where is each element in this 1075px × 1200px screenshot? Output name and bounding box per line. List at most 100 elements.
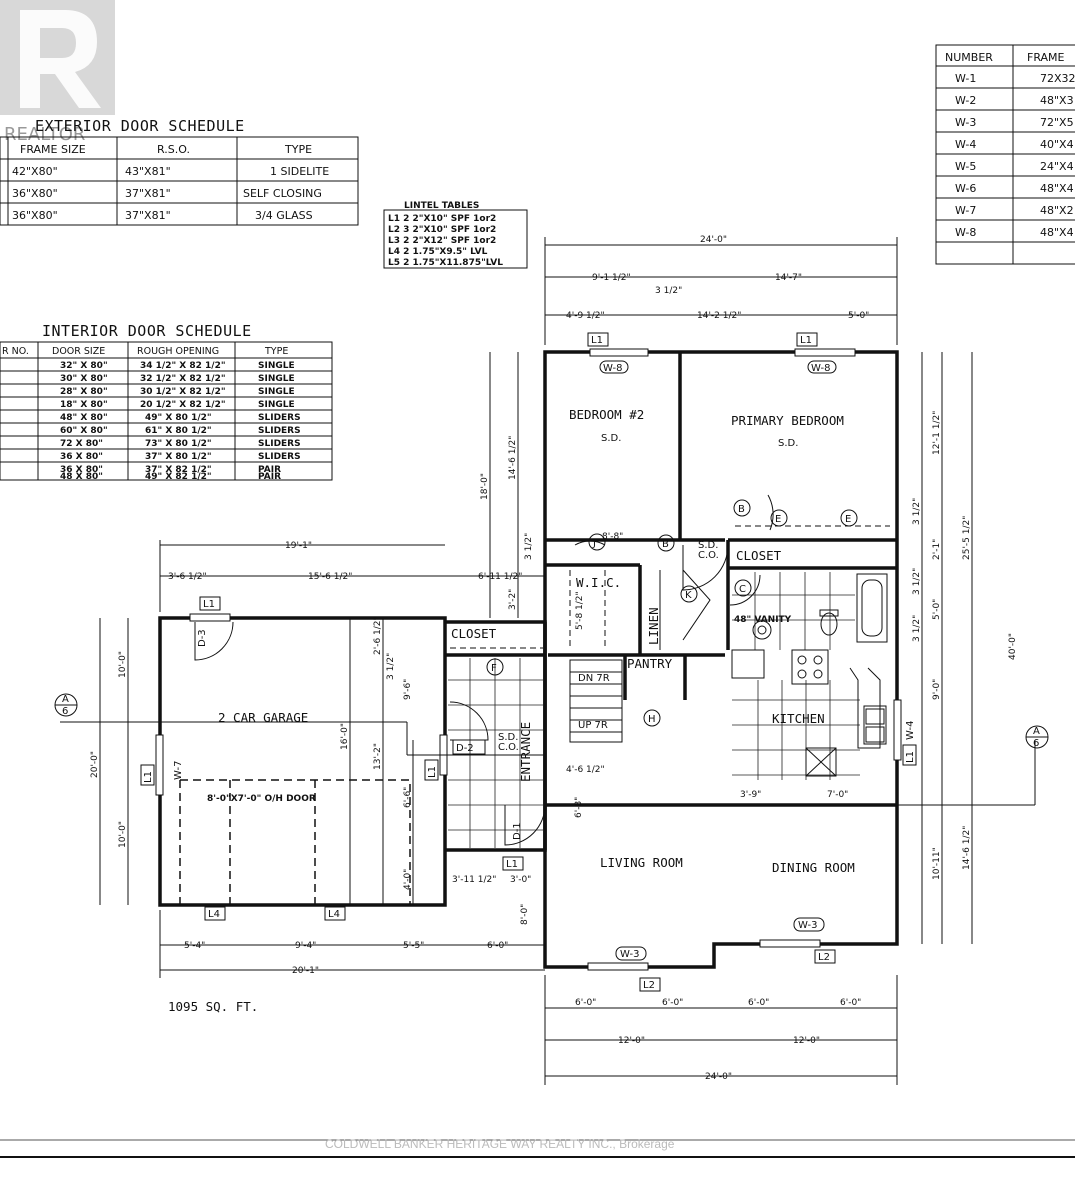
ext-header-type: TYPE (284, 143, 312, 156)
lintel-tables: LINTEL TABLES L1 2 2"X10" SPF 1or2 L2 3 … (383, 201, 528, 269)
dim-label: 2'-1" (932, 539, 942, 560)
room-living: LIVING ROOM (600, 855, 683, 870)
room-linen: LINEN (646, 607, 661, 645)
dim-label: 12'-0" (618, 1036, 645, 1046)
dim-label: 6'-11 1/2" (478, 572, 522, 582)
room-bedroom-2: BEDROOM #2 (569, 407, 644, 422)
section-marker-number: 6 (1033, 738, 1039, 749)
dim-label: 3 1/2" (912, 615, 922, 642)
int-cell: SINGLE (258, 361, 295, 371)
lintel-row: L4 2 1.75"X9.5" LVL (388, 247, 488, 257)
ext-cell: 36"X80" (12, 187, 58, 200)
interior-door-schedule: INTERIOR DOOR SCHEDULE R NO. DOOR SIZE R… (0, 322, 333, 482)
total-area-label: 1095 SQ. FT. (168, 999, 258, 1014)
dim-label: 20'-1" (292, 966, 319, 976)
window-tag: W-4 (905, 721, 916, 740)
dim-label: 6'-0" (748, 998, 769, 1008)
dim-label: 12'-1 1/2" (932, 411, 942, 455)
vanity-sink (752, 620, 772, 640)
tile-grid-kitchen (732, 680, 860, 780)
int-cell: 30 1/2" X 82 1/2" (140, 387, 226, 397)
room-closet-primary: CLOSET (736, 548, 782, 563)
realtor-logo: REALTOR (0, 0, 115, 145)
door-tag: F (491, 663, 497, 674)
int-cell: SINGLE (258, 374, 295, 384)
dim-label: 5'-0" (848, 311, 869, 321)
dim-label: 6'-0" (487, 941, 508, 951)
dim-label: 5'-5" (403, 941, 424, 951)
int-header: DOOR SIZE (52, 346, 105, 357)
win-header-frame: FRAME (1027, 51, 1065, 64)
dim-label: 19'-1" (285, 541, 312, 551)
dim-label: 25'-5 1/2" (962, 516, 972, 560)
win-cell: W-2 (955, 94, 976, 107)
ext-cell: 37"X81" (125, 187, 171, 200)
win-cell: W-4 (955, 138, 976, 151)
int-cell: 18" X 80" (60, 400, 108, 410)
lintel-tag: L1 (143, 771, 154, 783)
door-label-tag: D-3 (197, 629, 208, 647)
int-cell: 37" X 80 1/2" (145, 452, 212, 462)
dim-label: 5'-8 1/2" (575, 591, 585, 630)
lintel-row: L2 3 2"X10" SPF 1or2 (388, 225, 496, 235)
int-cell: 34 1/2" X 82 1/2" (140, 361, 226, 371)
room-pantry: PANTRY (627, 656, 673, 671)
closet-rods (450, 525, 890, 650)
dim-label: 8'-0" (520, 904, 530, 925)
int-cell: 36 X 80" (60, 465, 103, 475)
win-cell: 48"X4 (1040, 182, 1074, 195)
ext-cell: 37"X81" (125, 209, 171, 222)
lintel-tag: L4 (208, 909, 220, 920)
dim-label: 3'-0" (510, 875, 531, 885)
int-cell: 20 1/2" X 82 1/2" (140, 400, 226, 410)
window-tag: W-7 (173, 761, 184, 780)
dim-label: 3 1/2" (524, 533, 534, 560)
exterior-schedule-title: EXTERIOR DOOR SCHEDULE (35, 117, 245, 135)
dim-label: 9'-1 1/2" (592, 273, 631, 283)
footer: COLDWELL BANKER HERITAGE WAY REALTY INC.… (0, 1137, 1075, 1158)
dim-label: 40'-0" (1008, 633, 1018, 660)
int-cell: SINGLE (258, 387, 295, 397)
door-label-tag: D-1 (512, 822, 523, 840)
dim-label: 3'-6 1/2" (168, 572, 207, 582)
interior-schedule-title: INTERIOR DOOR SCHEDULE (42, 322, 252, 340)
lintel-tag: L2 (818, 952, 830, 963)
dim-label: 10'-11" (932, 847, 942, 880)
lintel-tag: L1 (203, 599, 215, 610)
section-marker-number: 6 (62, 706, 68, 717)
dim-label: 20'-0" (90, 751, 100, 778)
room-dining: DINING ROOM (772, 860, 855, 875)
toilet (820, 612, 838, 636)
dim-label: 6'-0" (662, 998, 683, 1008)
fixtures (731, 573, 888, 777)
dim-label: 4'-9 1/2" (566, 311, 605, 321)
win-cell: 72"X5 (1040, 116, 1074, 129)
dim-label: 18'-0" (480, 473, 490, 500)
co-detector-label: C.O. (698, 550, 719, 561)
fridge (731, 649, 765, 679)
lintel-tag: L4 (328, 909, 340, 920)
win-cell: W-3 (955, 116, 976, 129)
lintel-tag: L2 (643, 980, 655, 991)
dim-label: 6'-3" (574, 797, 584, 818)
windows (155, 348, 902, 971)
garage-door-outline (179, 779, 411, 905)
room-closet-entry: CLOSET (451, 626, 497, 641)
dim-label: 6'-6" (403, 787, 413, 808)
dim-label: 8'-8" (602, 532, 623, 542)
door-tag: J (592, 538, 596, 549)
dim-label: 15'-6 1/2" (308, 572, 352, 582)
brokerage-watermark: COLDWELL BANKER HERITAGE WAY REALTY INC.… (325, 1137, 675, 1151)
garage-door-label: 8'-0"X7'-0" O/H DOOR (207, 794, 316, 804)
int-header: R NO. (2, 346, 29, 357)
int-cell: SLIDERS (258, 426, 301, 436)
label-tags: L1 L1 L1 L1 L2 L2 L4 L4 W-8 W-8 W-3 W-3 … (140, 332, 917, 992)
win-cell: 48"X4 (1040, 226, 1074, 239)
dim-label: 10'-0" (118, 821, 128, 848)
room-kitchen: KITCHEN (772, 711, 825, 726)
dim-label: 3 1/2" (655, 286, 682, 296)
dim-label: 16'-0" (340, 723, 350, 750)
int-cell: 49" X 82 1/2" (145, 472, 212, 482)
dim-label: 14'-7" (775, 273, 802, 283)
